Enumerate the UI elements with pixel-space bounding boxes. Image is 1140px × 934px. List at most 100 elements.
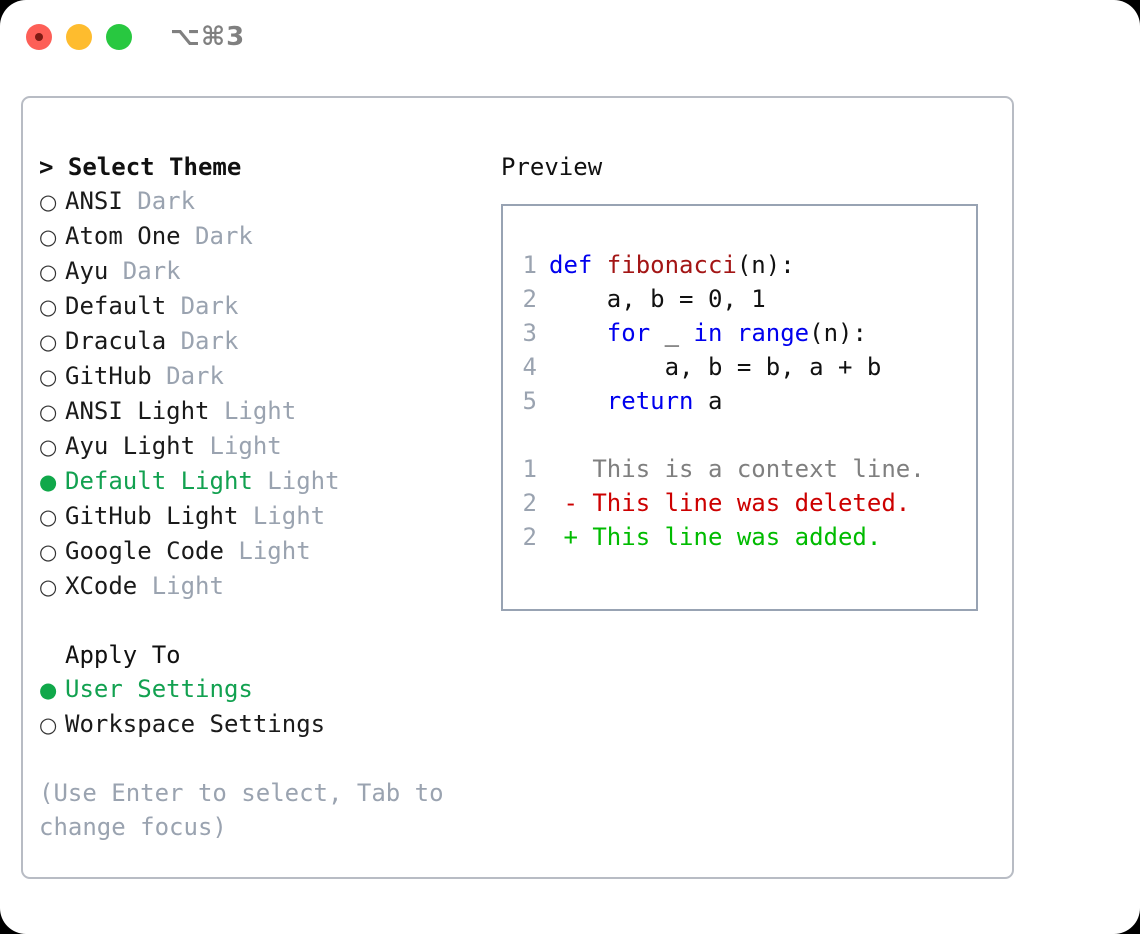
theme-option-label: Dracula (65, 327, 167, 355)
code-line-number: 2 (522, 285, 537, 313)
radio-unselected-icon: ○ (39, 400, 58, 424)
theme-option-default-light[interactable]: ● Default Light Light (39, 464, 469, 499)
radio-selected-icon: ● (39, 470, 58, 494)
code-line-content: return a (549, 384, 723, 418)
radio-unselected-icon: ○ (39, 713, 58, 737)
code-token-kw: def (549, 251, 607, 279)
theme-option-dracula[interactable]: ○Dracula Dark (39, 324, 469, 359)
theme-option-variant: Light (223, 537, 311, 565)
theme-option-variant: Light (252, 467, 340, 495)
code-line-content: a, b = b, a + b (549, 350, 882, 384)
radio-unselected-icon: ○ (39, 260, 58, 284)
code-token-fn: fibonacci (606, 251, 737, 279)
diff-line: 2 + This line was added. (503, 520, 976, 554)
code-token-plain (722, 319, 736, 347)
apply-to-list: ●User Settings ○ Workspace Settings (39, 672, 469, 742)
code-token-kw: range (736, 319, 810, 347)
theme-option-variant: Dark (108, 257, 181, 285)
code-line-content: def fibonacci(n): (549, 248, 795, 282)
theme-option-ayu[interactable]: ○ Ayu Dark (39, 254, 469, 289)
radio-unselected-icon: ○ (39, 330, 58, 354)
diff-line-number: 2 (522, 523, 537, 551)
code-token-plain (549, 387, 607, 415)
radio-unselected-icon: ○ (39, 575, 58, 599)
theme-option-atom-one[interactable]: ○Atom One Dark (39, 219, 469, 254)
radio-unselected-icon: ○ (39, 365, 58, 389)
minimize-button[interactable] (66, 24, 92, 50)
theme-option-google-code[interactable]: ○Google Code Light (39, 534, 469, 569)
code-token-plain (549, 319, 607, 347)
theme-option-label: Atom One (65, 222, 181, 250)
code-token-plain: a, b = 0, 1 (549, 285, 766, 313)
traffic-light-buttons (26, 24, 132, 50)
theme-option-default[interactable]: ○Default Dark (39, 289, 469, 324)
code-token-plain: (n): (809, 319, 867, 347)
theme-option-variant: Light (238, 502, 326, 530)
close-button[interactable] (26, 24, 52, 50)
radio-unselected-icon: ○ (39, 435, 58, 459)
theme-option-ayu-light[interactable]: ○ Ayu Light Light (39, 429, 469, 464)
keyboard-hint-text: (Use Enter to select, Tab to change focu… (39, 779, 459, 841)
code-token-kw: return (606, 387, 694, 415)
theme-option-label: XCode (65, 572, 138, 600)
code-line-content: for _ in range(n): (549, 316, 867, 350)
maximize-button[interactable] (106, 24, 132, 50)
theme-option-variant: Dark (166, 292, 239, 320)
diff-line-content: + This line was added. (549, 523, 882, 551)
theme-option-github-light[interactable]: ○GitHub Light Light (39, 499, 469, 534)
diff-line: 2 - This line was deleted. (503, 486, 976, 520)
diff-line: 1 This is a context line. (503, 452, 976, 486)
theme-option-github[interactable]: ○ GitHub Dark (39, 359, 469, 394)
theme-option-xcode[interactable]: ○ XCode Light (39, 569, 469, 604)
code-line-number: 4 (522, 353, 537, 381)
code-token-plain: a (693, 387, 723, 415)
code-line: 3 for _ in range(n): (503, 316, 976, 350)
theme-option-ansi-light[interactable]: ○ ANSI Light Light (39, 394, 469, 429)
theme-option-label: Ayu (65, 257, 109, 285)
diff-line-number: 2 (522, 489, 537, 517)
code-token-plain: a, b = b, a + b (549, 353, 882, 381)
diff-line-number: 1 (522, 455, 537, 483)
theme-option-variant: Dark (151, 362, 224, 390)
apply-to-option-label: User Settings (65, 675, 253, 703)
select-theme-heading: > Select Theme (39, 153, 242, 181)
theme-picker-column: > Select Theme ○ANSI Dark○Atom One Dark○… (39, 150, 469, 844)
theme-option-label: ANSI (65, 187, 123, 215)
theme-option-variant: Light (195, 432, 282, 460)
code-token-plain: (n): (736, 251, 795, 279)
code-line-number: 1 (522, 251, 537, 279)
code-line: 4 a, b = b, a + b (503, 350, 976, 384)
theme-option-ansi[interactable]: ○ANSI Dark (39, 184, 469, 219)
title-bar: ⌥⌘3 (0, 0, 1140, 78)
diff-line-content: - This line was deleted. (549, 489, 911, 517)
code-line-number: 3 (522, 319, 537, 347)
diff-sample: 1 This is a context line.2 - This line w… (503, 452, 976, 554)
code-line-number: 5 (522, 387, 537, 415)
theme-option-variant: Dark (122, 187, 196, 215)
apply-to-option-label: Workspace Settings (65, 710, 326, 738)
theme-option-label: Ayu Light (65, 432, 196, 460)
theme-option-variant: Dark (180, 222, 253, 250)
main-panel: > Select Theme ○ANSI Dark○Atom One Dark○… (21, 96, 1014, 879)
theme-option-label: GitHub (65, 362, 152, 390)
radio-unselected-icon: ○ (39, 540, 58, 564)
theme-option-label: Default (65, 292, 167, 320)
theme-option-variant: Light (209, 397, 297, 425)
code-line: 1 def fibonacci(n): (503, 248, 976, 282)
code-line: 2 a, b = 0, 1 (503, 282, 976, 316)
code-token-plain: _ (650, 319, 694, 347)
theme-option-label: Default Light (65, 467, 253, 495)
preview-heading: Preview (501, 153, 603, 181)
code-token-kw: for (606, 319, 651, 347)
apply-to-option-user-settings[interactable]: ●User Settings (39, 672, 469, 707)
code-token-kw: in (693, 319, 723, 347)
theme-option-label: ANSI Light (65, 397, 210, 425)
code-line: 5 return a (503, 384, 976, 418)
theme-option-variant: Light (137, 572, 224, 600)
theme-option-label: GitHub Light (65, 502, 239, 530)
apply-to-option-workspace-settings[interactable]: ○ Workspace Settings (39, 707, 469, 742)
code-line-content: a, b = 0, 1 (549, 282, 766, 316)
